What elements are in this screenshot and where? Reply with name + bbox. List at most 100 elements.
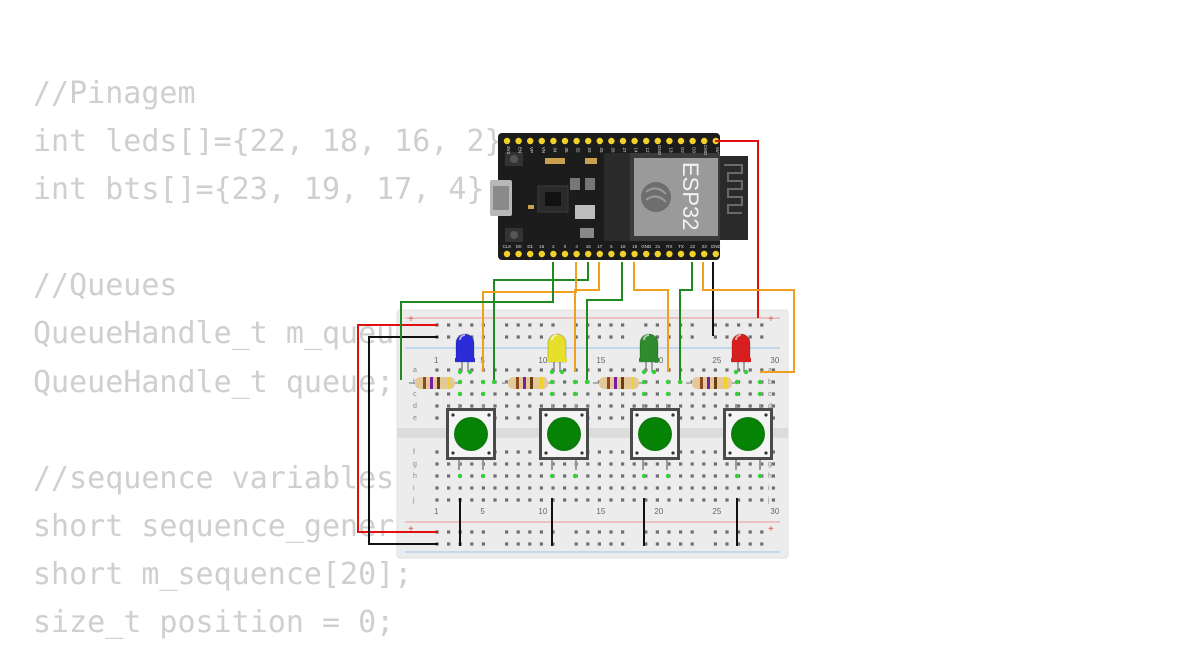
esp32-pin[interactable] <box>573 250 580 258</box>
en-button[interactable] <box>510 231 518 239</box>
esp32-pin[interactable] <box>631 250 638 258</box>
esp32-pin[interactable] <box>503 250 511 258</box>
push-button[interactable] <box>630 404 680 470</box>
esp32-pin-label: 32 <box>576 147 581 153</box>
resistor[interactable] <box>593 377 645 389</box>
esp32-pin[interactable] <box>561 250 569 258</box>
rail-plus-bottom: + <box>408 524 414 535</box>
esp32-pin[interactable] <box>503 137 511 145</box>
esp32-pin[interactable] <box>596 250 603 258</box>
led-red[interactable] <box>731 333 751 375</box>
esp32-pin[interactable] <box>550 250 557 258</box>
led-yellow[interactable] <box>547 333 567 375</box>
esp32-pin-label: D3 <box>692 147 697 153</box>
wire-btn-19 <box>633 262 669 372</box>
row-letter: c <box>413 391 417 398</box>
esp32-pin-label: 23 <box>702 244 708 249</box>
wire-rail-ground <box>368 336 438 545</box>
esp32-pin[interactable] <box>619 250 627 258</box>
esp32-pin-label: 21 <box>655 244 661 249</box>
row-letter: c <box>768 391 772 398</box>
row-letter: h <box>413 473 417 480</box>
row-letter: g <box>768 461 772 468</box>
esp32-pin[interactable] <box>527 250 534 258</box>
esp32-pin[interactable] <box>585 250 592 258</box>
row-letter: h <box>768 473 772 480</box>
column-number: 15 <box>596 356 605 365</box>
column-number: 20 <box>654 356 663 365</box>
wire-led-18 <box>586 262 623 380</box>
esp32-pin-label: RX <box>666 244 672 249</box>
column-number: 25 <box>712 356 721 365</box>
esp32-pin[interactable] <box>573 137 580 145</box>
esp32-pin[interactable] <box>550 137 557 145</box>
esp32-pin[interactable] <box>677 137 685 145</box>
resistor[interactable] <box>502 377 554 389</box>
esp32-pin[interactable] <box>643 250 650 258</box>
esp32-pin[interactable] <box>689 250 696 258</box>
code-line: short m_sequence[20]; <box>33 556 413 592</box>
esp32-pin[interactable] <box>712 250 719 258</box>
esp32-pin-label: GND <box>711 244 722 249</box>
esp32-pin[interactable] <box>527 137 534 145</box>
esp32-pin[interactable] <box>666 137 673 145</box>
wire-3v3 <box>715 140 759 318</box>
esp32-pin-label: 17 <box>597 244 603 249</box>
esp32-label: ESP32 <box>678 162 703 231</box>
esp32-pin-label: 19 <box>632 244 638 249</box>
esp32-pin[interactable] <box>689 137 696 145</box>
esp32-pin[interactable] <box>585 137 592 145</box>
esp32-pin-label: 13 <box>668 147 673 153</box>
esp32-pin[interactable] <box>596 137 603 145</box>
wires <box>357 140 795 546</box>
esp32-pin[interactable] <box>561 137 569 145</box>
esp32-pin[interactable] <box>515 250 522 258</box>
boot-button[interactable] <box>510 155 518 163</box>
esp32-pin[interactable] <box>608 137 615 145</box>
esp32-pin[interactable] <box>608 250 615 258</box>
push-button[interactable] <box>723 404 773 470</box>
row-letter: f <box>413 449 415 456</box>
esp32-pin[interactable] <box>538 250 545 258</box>
esp32-pin[interactable] <box>701 250 708 258</box>
esp32-pin[interactable] <box>666 250 673 258</box>
push-button[interactable] <box>539 404 589 470</box>
esp32-pin[interactable] <box>654 250 661 258</box>
circuit-diagram: 115510101515202025253030aabbccddeeffgghh… <box>357 133 795 559</box>
esp32-pin-label: 4 <box>575 244 578 249</box>
led-green[interactable] <box>639 333 659 375</box>
led-blue[interactable] <box>455 333 475 375</box>
esp32-pin-label: VP <box>529 147 534 153</box>
column-number: 30 <box>770 507 779 516</box>
code-line: //Pinagem <box>33 76 196 111</box>
esp32-pin-label: 27 <box>622 147 627 153</box>
esp32-pin[interactable] <box>515 137 522 145</box>
leds <box>455 333 763 479</box>
esp32-pin-label: D0 <box>516 244 522 249</box>
resistor[interactable] <box>409 377 461 389</box>
code-line: //Queues <box>33 268 178 304</box>
esp32-pin[interactable] <box>619 137 627 145</box>
row-letter: a <box>768 367 772 374</box>
row-letter: d <box>768 403 772 410</box>
esp32-pin[interactable] <box>631 137 638 145</box>
esp32-pin-label: 33 <box>587 147 592 153</box>
esp32-pin-label: 26 <box>610 147 615 153</box>
esp32-pin[interactable] <box>677 250 685 258</box>
esp32-pin-label: CLK <box>503 244 512 249</box>
esp32-pin[interactable] <box>643 137 650 145</box>
row-letter: i <box>768 485 770 492</box>
row-letter: d <box>413 403 417 410</box>
esp32-pin-label: 5 <box>610 244 613 249</box>
esp32-pin[interactable] <box>538 137 545 145</box>
esp32-pin[interactable] <box>701 137 708 145</box>
esp32-pin-label: GND <box>657 145 662 156</box>
resistor[interactable] <box>686 377 738 389</box>
esp32-pin-label: 22 <box>690 244 696 249</box>
esp32-pin[interactable] <box>654 137 661 145</box>
push-button[interactable] <box>446 404 496 470</box>
esp32-pin-label: 12 <box>645 147 650 153</box>
esp32-pin-label: 14 <box>634 147 639 153</box>
esp32-pin-label: VN <box>541 147 546 153</box>
